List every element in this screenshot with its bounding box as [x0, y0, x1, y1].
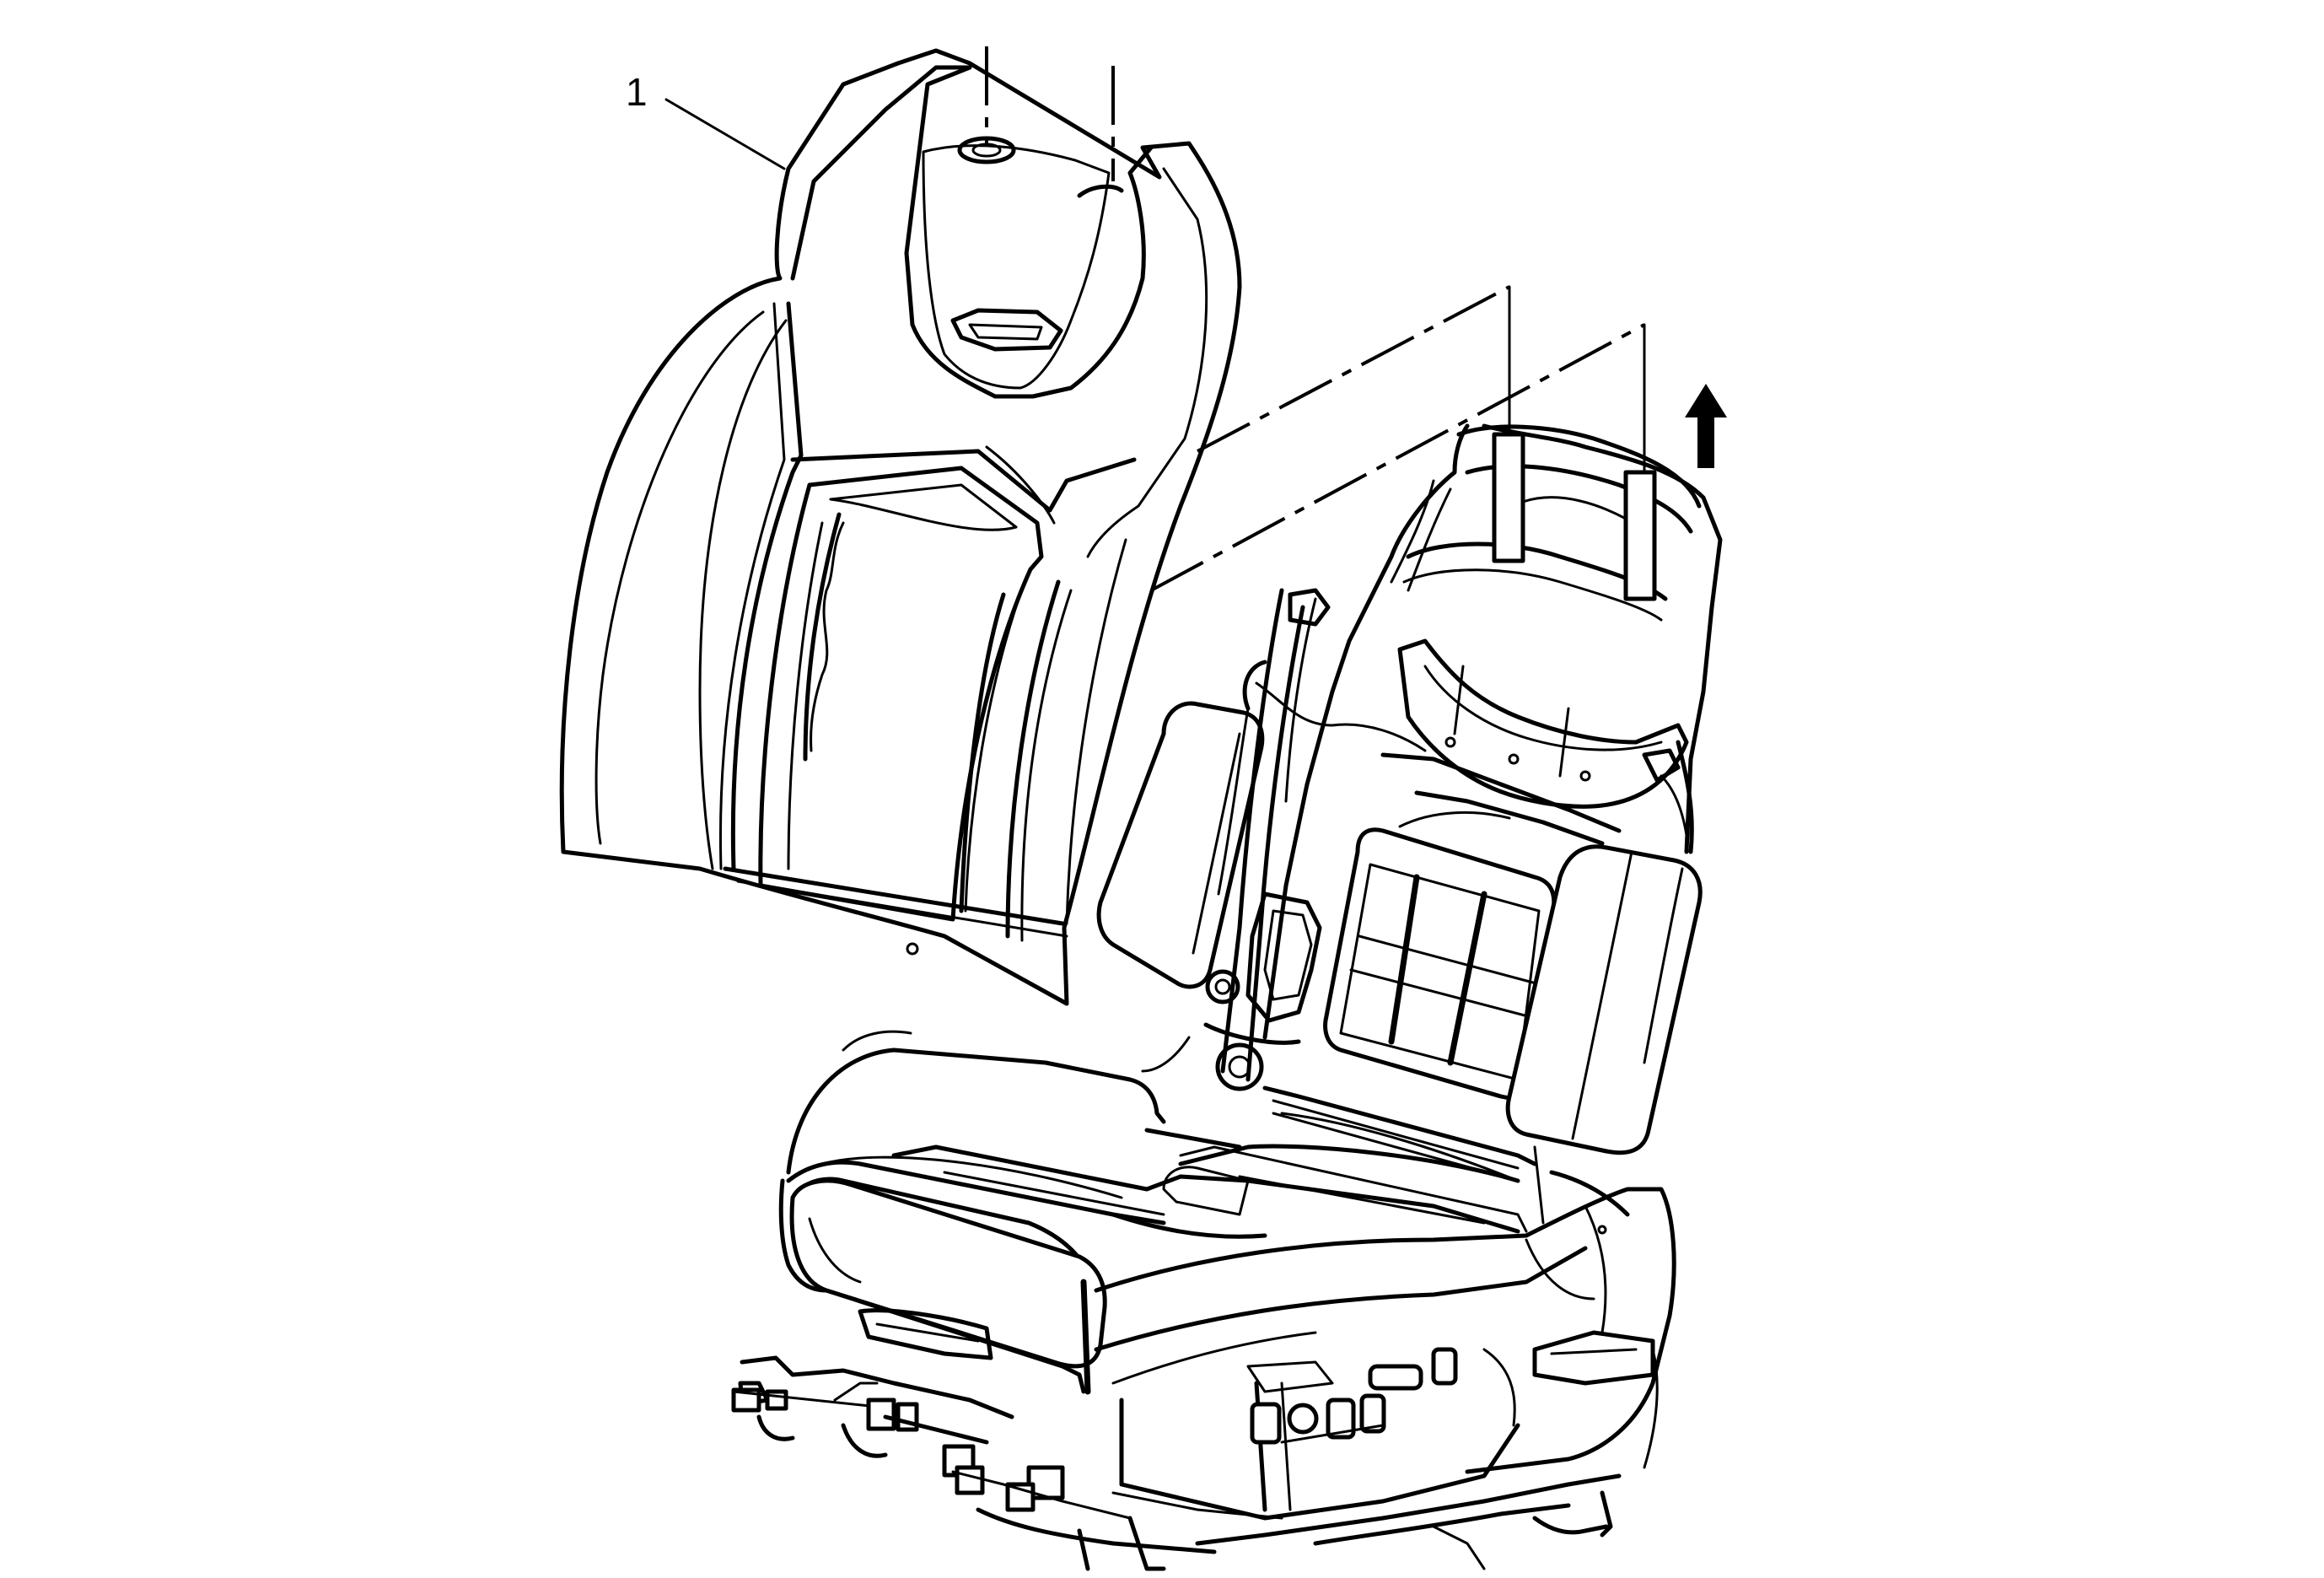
guide-hole-right [1077, 184, 1124, 198]
guide-hole-left [957, 136, 1016, 164]
track-bracket-left [866, 1398, 896, 1431]
emblem [950, 308, 1063, 352]
seat-track [731, 1355, 1622, 1571]
callout-leader-1 [664, 98, 786, 170]
seat-back-cover [559, 46, 1646, 1006]
headrest-guide-left [1492, 432, 1525, 563]
up-arrow-icon [1685, 384, 1727, 468]
headrest-guide-right [1623, 470, 1657, 601]
left-side-bolster [1096, 701, 1265, 989]
right-side-bolster [1505, 844, 1703, 1155]
callout-label-1: 1 [626, 70, 648, 114]
front-handle [858, 1308, 993, 1360]
seat-cushion [778, 1030, 1676, 1521]
alignment-line-upper [1197, 285, 1510, 453]
seat-adjust-switches [1250, 1393, 1386, 1445]
alignment-line-lower [1150, 323, 1645, 592]
seat-back-frame [1096, 423, 1723, 1233]
